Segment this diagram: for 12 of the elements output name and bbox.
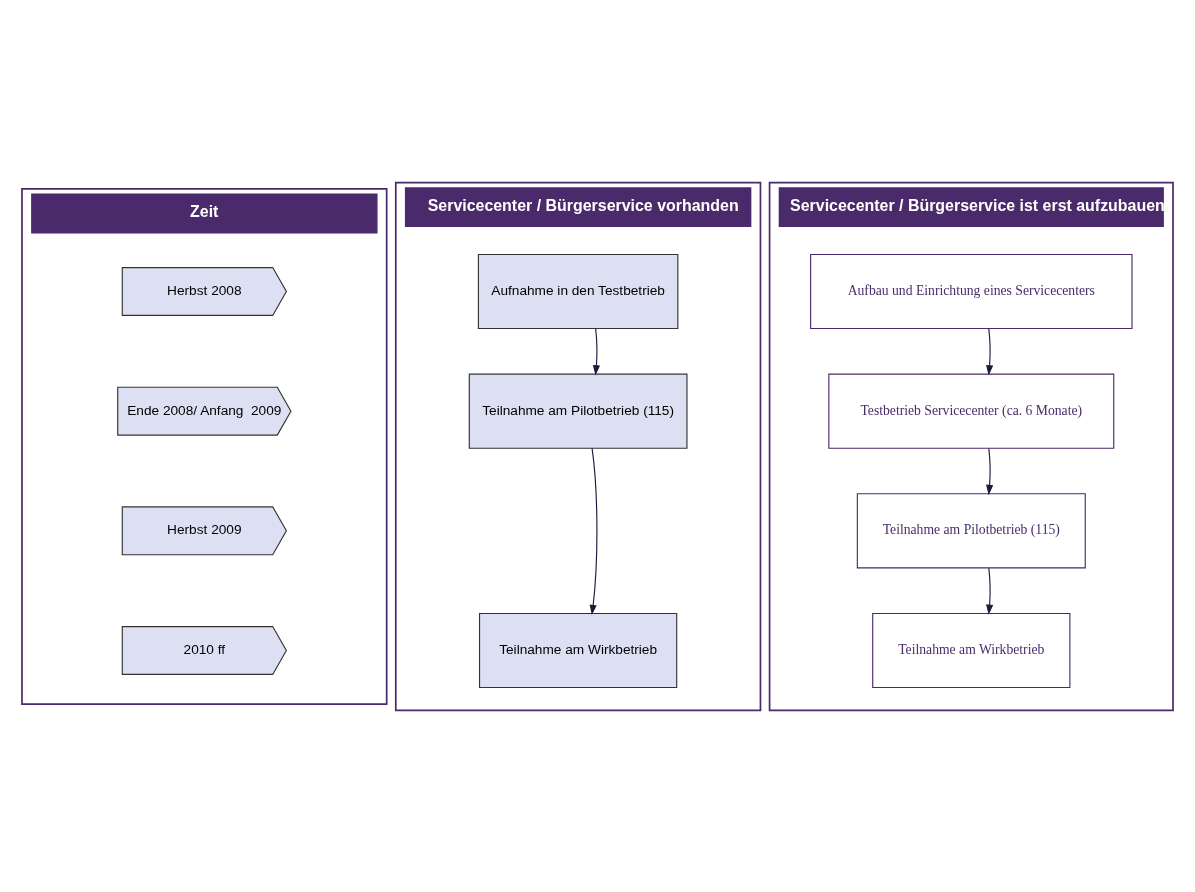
- arrow: [986, 567, 994, 615]
- arrow: [986, 447, 994, 495]
- arrow: [589, 447, 598, 615]
- node-box: Testbetrieb Servicecenter (ca. 6 Monate): [828, 373, 1115, 449]
- arrow: [986, 327, 994, 375]
- arrow: [592, 327, 601, 375]
- node-box: Teilnahme am Wirkbetrieb: [479, 612, 678, 688]
- node-box: Teilnahme am Wirkbetrieb: [872, 612, 1071, 688]
- node-box: Teilnahme am Pilotbetrieb (115): [468, 373, 688, 449]
- node-box: Aufnahme in den Testbetrieb: [477, 253, 679, 329]
- node-box: Aufbau und Einrichtung eines Servicecenters: [810, 253, 1133, 329]
- node-box: Teilnahme am Pilotbetrieb (115): [856, 492, 1086, 568]
